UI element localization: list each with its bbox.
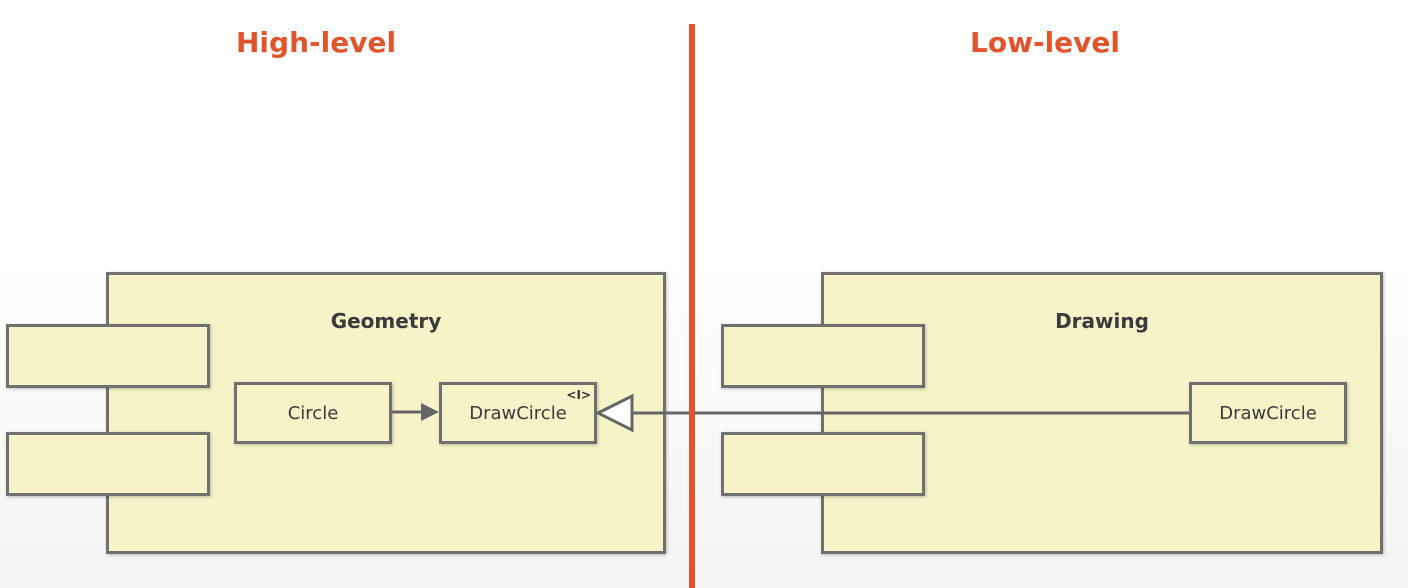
draw-circle-implementation-label: DrawCircle (1219, 402, 1317, 424)
draw-circle-interface: DrawCircle <I> (439, 382, 597, 444)
draw-circle-interface-label: DrawCircle (469, 402, 567, 424)
low-level-heading: Low-level (970, 26, 1120, 59)
interface-stereotype: <I> (566, 388, 591, 402)
drawing-package-tab-top (721, 324, 925, 388)
high-level-heading: High-level (236, 26, 397, 59)
drawing-package-tab-bottom (721, 432, 925, 496)
draw-circle-implementation: DrawCircle (1189, 382, 1347, 444)
circle-class-label: Circle (287, 402, 339, 424)
layer-divider (689, 24, 695, 588)
geometry-package-tab-top (6, 324, 210, 388)
circle-class: Circle (234, 382, 392, 444)
geometry-package-title: Geometry (330, 309, 442, 333)
geometry-package-tab-bottom (6, 432, 210, 496)
drawing-package-title: Drawing (1055, 309, 1149, 333)
